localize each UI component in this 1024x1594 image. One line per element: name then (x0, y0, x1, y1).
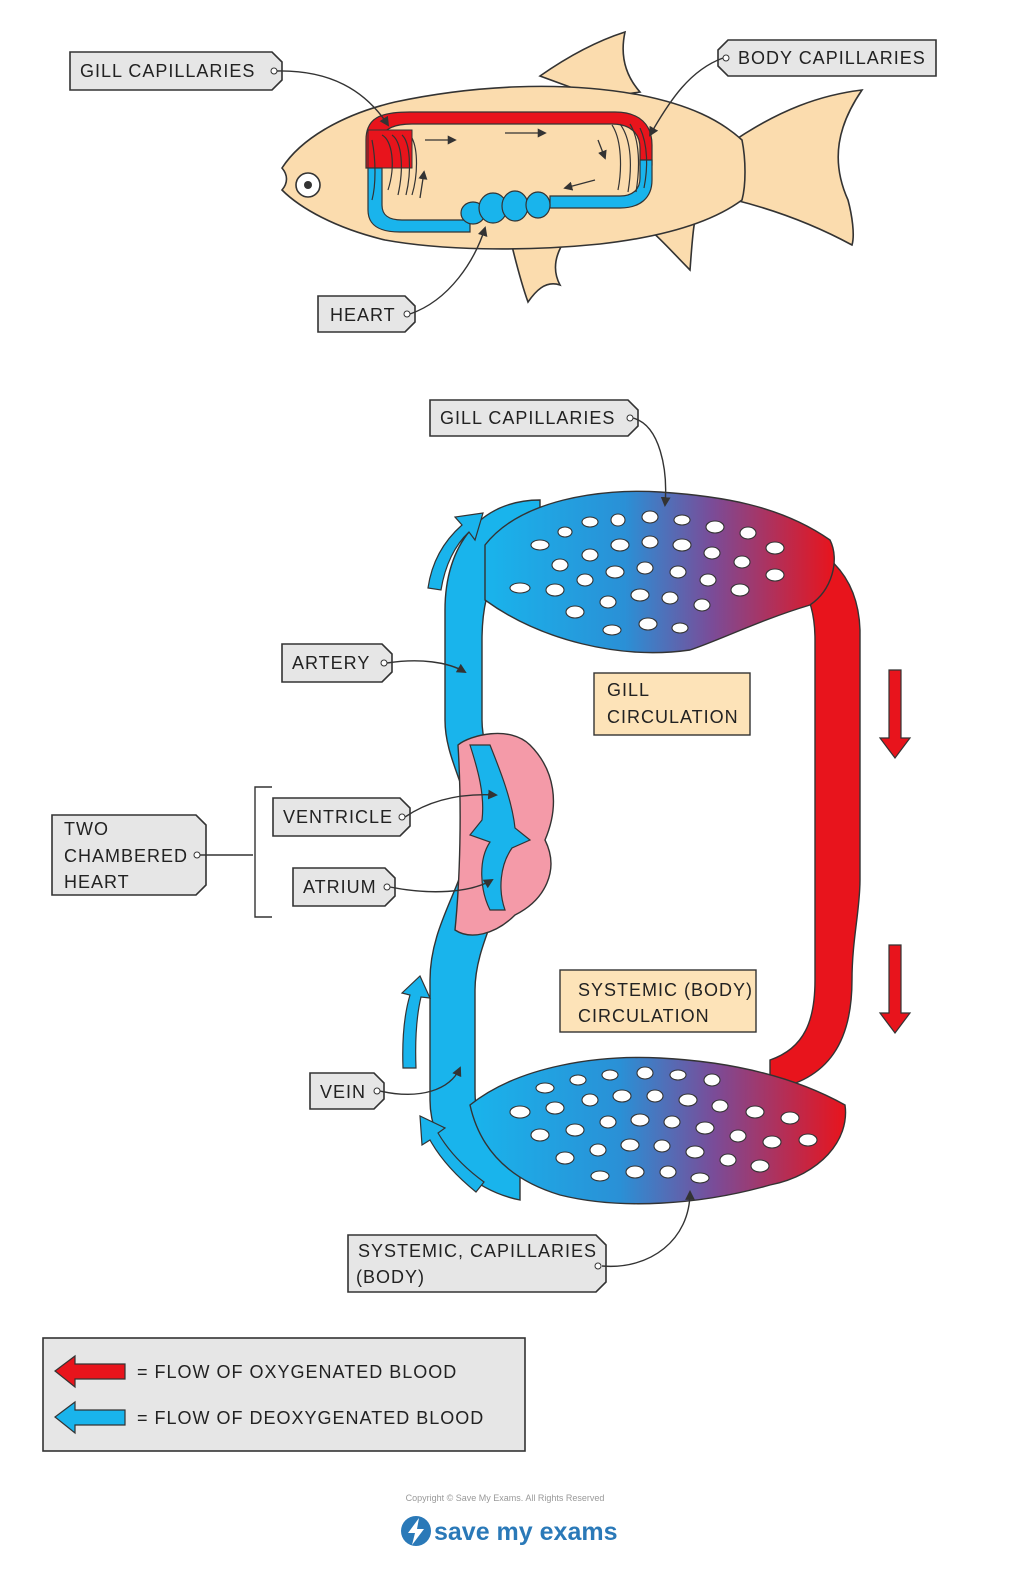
label-text: SYSTEMIC (BODY) (578, 980, 753, 1000)
fish-tail (734, 88, 864, 247)
fish-body (280, 85, 746, 250)
label-fish-gill-capillaries: GILL CAPILLARIES (69, 51, 390, 127)
label-text: CIRCULATION (607, 707, 739, 727)
fish-pupil (304, 181, 312, 189)
label-fish-heart: HEART (317, 226, 488, 333)
heart-bracket (254, 786, 272, 918)
label-text: ARTERY (292, 653, 370, 673)
label-text: GILL CAPILLARIES (80, 61, 255, 81)
brand-logo: save my exams (401, 1516, 617, 1546)
copyright-text: Copyright © Save My Exams. All Rights Re… (406, 1493, 605, 1503)
fish-figure (280, 30, 864, 304)
legend-oxygenated-label: = FLOW OF OXYGENATED BLOOD (137, 1362, 457, 1382)
flow-arrow-red-2 (878, 944, 912, 1034)
label-ventricle: VENTRICLE (272, 789, 498, 837)
systemic-capillary-holes (509, 1066, 818, 1184)
fish-vessel-body-to-heart (549, 159, 653, 209)
fish-dorsal-fin (538, 30, 642, 99)
label-text: VENTRICLE (283, 807, 393, 827)
circulation-circuit (429, 490, 861, 1205)
flow-arrow-red-1 (878, 669, 912, 759)
label-text: GILL (607, 680, 650, 700)
label-text: CIRCULATION (578, 1006, 710, 1026)
label-text: HEART (64, 872, 130, 892)
label-artery: ARTERY (281, 643, 467, 683)
label-text: SYSTEMIC, CAPILLARIES (358, 1241, 597, 1261)
label-systemic-capillaries: SYSTEMIC, CAPILLARIES (BODY) (347, 1190, 695, 1293)
label-fish-body-capillaries: BODY CAPILLARIES (649, 39, 937, 137)
label-circuit-gill-capillaries: GILL CAPILLARIES (429, 399, 671, 507)
legend-deoxygenated-arrow (54, 1400, 126, 1435)
label-text: HEART (330, 305, 396, 325)
fish-heart (460, 190, 551, 225)
heart-blood-channel (469, 744, 532, 911)
label-atrium: ATRIUM (292, 867, 494, 907)
label-text: CHAMBERED (64, 846, 188, 866)
label-vein: VEIN (309, 1066, 462, 1110)
systemic-circulation-box: SYSTEMIC (BODY) CIRCULATION (559, 969, 757, 1033)
label-text: VEIN (320, 1082, 366, 1102)
fish-body-capillary-loops (611, 123, 648, 193)
fish-oxygenated-vessel (365, 111, 653, 169)
fish-gill-filaments (371, 134, 418, 201)
oxygenated-vessel-right (759, 529, 861, 1091)
brand-text: save my exams (434, 1518, 617, 1546)
label-text: BODY CAPILLARIES (738, 48, 926, 68)
gill-circulation-box: GILL CIRCULATION (593, 672, 751, 736)
label-text: GILL CAPILLARIES (440, 408, 615, 428)
fish-flow-arrows (418, 128, 607, 199)
flow-arrow-blue-top (427, 512, 484, 591)
flow-arrow-blue-bottom (419, 1115, 485, 1193)
gill-capillary-holes (509, 510, 785, 636)
label-text: (BODY) (356, 1267, 425, 1287)
legend-deoxygenated-label: = FLOW OF DEOXYGENATED BLOOD (137, 1408, 484, 1428)
label-text: TWO (64, 819, 109, 839)
legend-oxygenated-arrow (54, 1354, 126, 1389)
legend: = FLOW OF OXYGENATED BLOOD = FLOW OF DEO… (42, 1337, 526, 1452)
label-text: ATRIUM (303, 877, 377, 897)
label-two-chambered-heart: TWO CHAMBERED HEART (51, 786, 272, 918)
flow-arrow-blue-middle (400, 974, 431, 1069)
